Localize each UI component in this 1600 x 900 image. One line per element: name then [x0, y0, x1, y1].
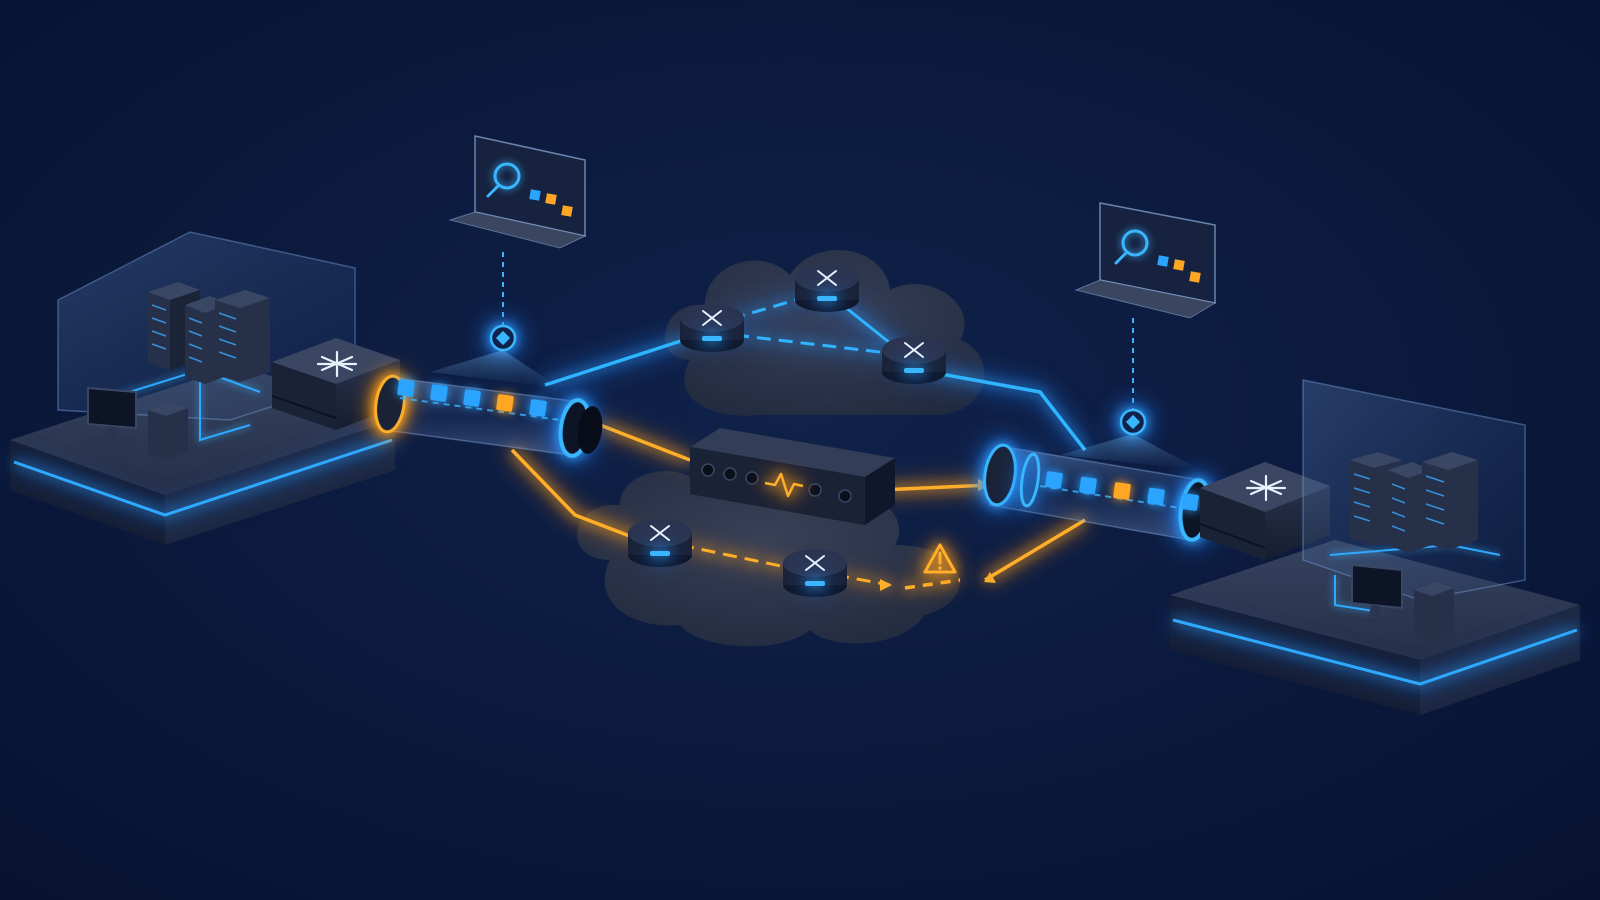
router-icon: [904, 342, 924, 358]
router-icon: [702, 310, 722, 326]
tunnel-right-packet-5: [1181, 493, 1199, 511]
router-icon: [817, 270, 837, 286]
tunnel-left-packets: [397, 379, 547, 417]
site-right: [1170, 379, 1580, 715]
warning-icon: [923, 543, 957, 574]
magnifier-icon: [1114, 229, 1149, 265]
appliance-center: [690, 428, 895, 525]
router-top-3: [882, 336, 946, 384]
tunnel-right-packet-3: [1113, 482, 1131, 500]
tunnel-left-packet-2: [430, 384, 448, 402]
desktop-computer-icon: [1344, 563, 1454, 642]
monitor-left: [430, 135, 587, 388]
heartbeat-icon: [764, 472, 804, 498]
tunnel-left-packet-5: [529, 399, 547, 417]
tunnel-left-packet-4: [496, 394, 514, 412]
network-switch-icon: [316, 350, 358, 378]
tunnel-left-packet-3: [463, 389, 481, 407]
router-icon: [650, 525, 670, 541]
tunnel-right-packet-1: [1045, 471, 1063, 489]
tunnel-right: [983, 443, 1212, 542]
monitor-right: [1060, 202, 1217, 470]
desktop-computer-icon: [80, 386, 188, 460]
router-icon: [805, 555, 825, 571]
tunnel-right-packet-4: [1147, 487, 1165, 506]
magnifier-icon: [486, 162, 521, 198]
server-rack-icon: [148, 282, 270, 384]
tunnel-left-packet-1: [397, 379, 415, 397]
router-bottom-1: [628, 519, 692, 567]
tunnel-left: [374, 374, 603, 458]
router-top-1: [680, 304, 744, 352]
router-bottom-2: [783, 549, 847, 597]
tunnel-right-packets: [1045, 471, 1199, 511]
tunnel-right-packet-2: [1079, 476, 1097, 495]
switch-right: [1199, 462, 1330, 560]
server-rack-icon: [1350, 452, 1478, 553]
network-switch-icon: [1245, 474, 1287, 502]
router-top-2: [795, 264, 859, 312]
switch-left: [271, 338, 400, 430]
backup-path: [510, 423, 1086, 591]
